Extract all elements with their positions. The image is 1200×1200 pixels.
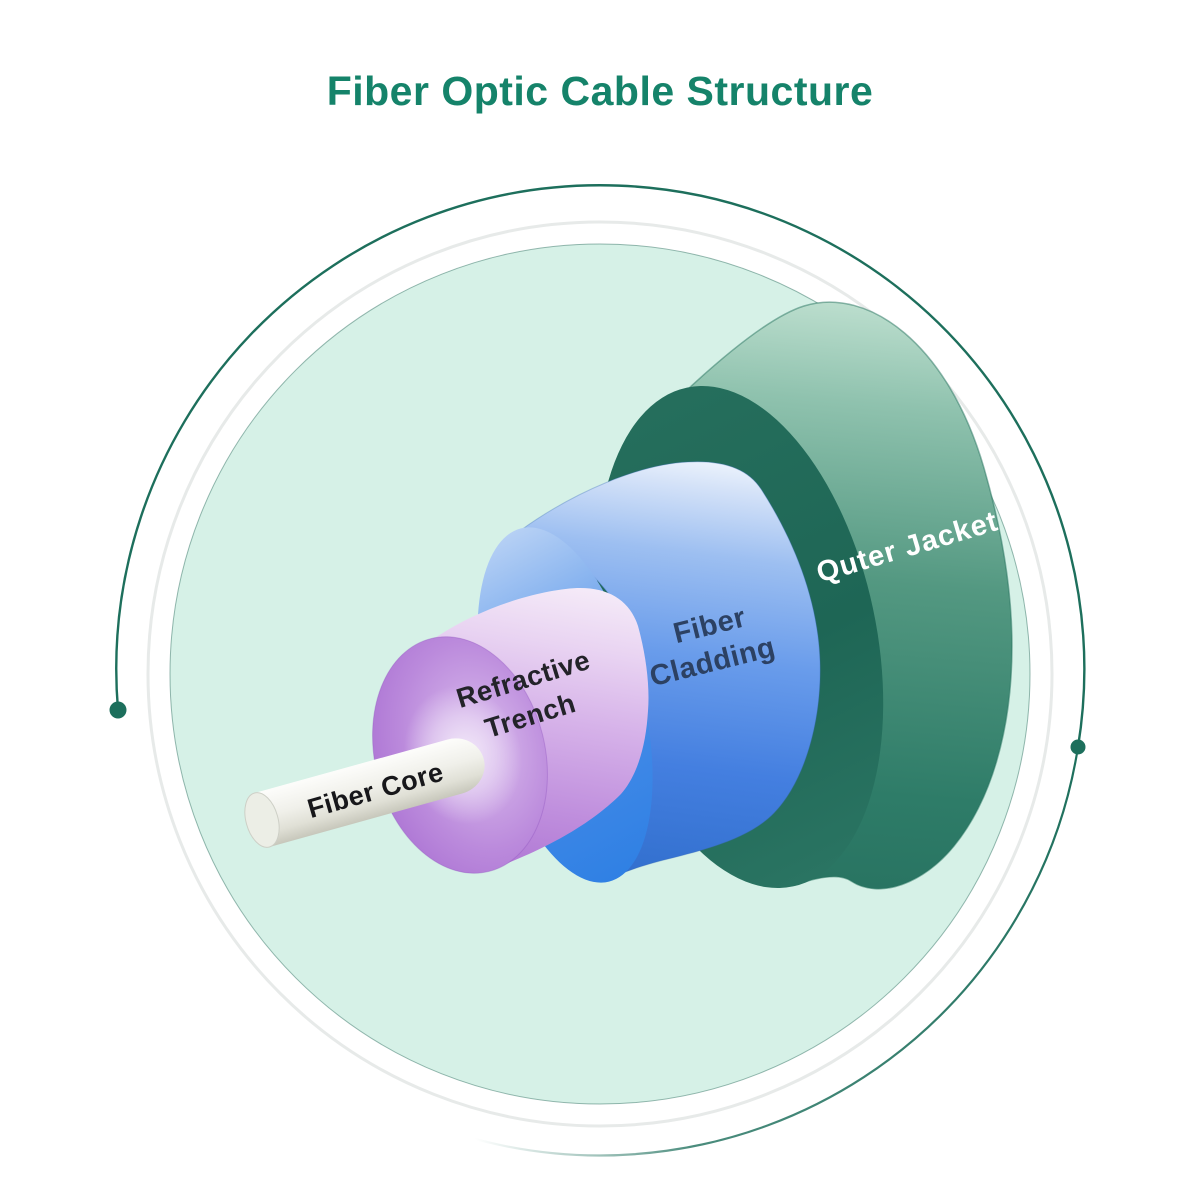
page-title: Fiber Optic Cable Structure [326,68,874,114]
outer-soft-ring [146,220,1054,1128]
arc-endpoint-dot-right [1070,739,1086,755]
fiber-core-group [244,738,485,848]
arc-endpoint-dot-left [109,701,127,719]
fiber-core-rod [244,738,485,848]
decorative-arc-top [115,184,1086,749]
decorative-arc-bottom [473,745,1080,1157]
fiber-core-cap [244,792,280,848]
